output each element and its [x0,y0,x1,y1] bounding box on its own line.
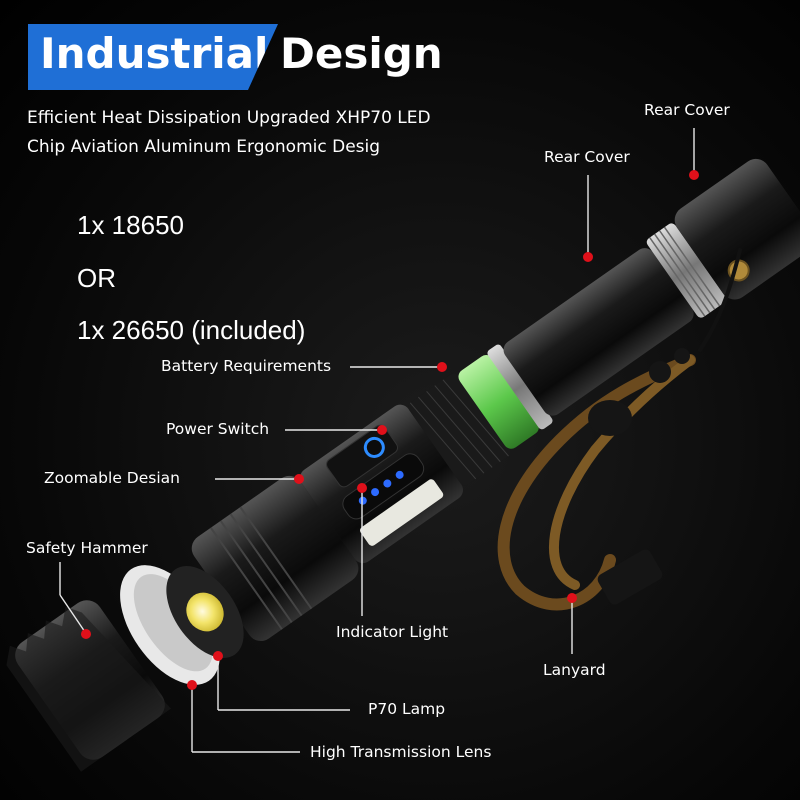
label-lens: High Transmission Lens [310,743,492,761]
label-rear-cover-top: Rear Cover [644,101,730,119]
label-battery-requirements: Battery Requirements [161,357,332,375]
title-part2: Design [280,29,443,78]
title-part1: Industrial [40,29,269,78]
title-highlight: Industrial [28,24,278,90]
label-p70-lamp: P70 Lamp [368,700,446,718]
label-safety-hammer: Safety Hammer [26,539,148,557]
lens-ring [120,565,220,685]
safety-hammer-bezel [6,600,172,772]
battery-option-2: 1x 26650 (included) [77,315,306,345]
label-rear-cover: Rear Cover [544,148,630,166]
flashlight-body [191,158,800,642]
battery-or: OR [77,263,116,293]
label-indicator-light: Indicator Light [336,623,449,641]
battery-option-1: 1x 18650 [77,210,184,240]
callout-markers [81,170,699,690]
label-zoomable-design: Zoomable Desian [44,469,180,487]
leader-lines [59,128,695,753]
label-power-switch: Power Switch [166,420,270,438]
subtitle-line2: Chip Aviation Aluminum Ergonomic Desig [27,137,381,157]
led-reflector [166,566,244,658]
label-lanyard: Lanyard [543,661,606,679]
title-banner: Industrial Design [28,24,443,90]
subtitle-line1: Efficient Heat Dissipation Upgraded XHP7… [27,108,431,128]
